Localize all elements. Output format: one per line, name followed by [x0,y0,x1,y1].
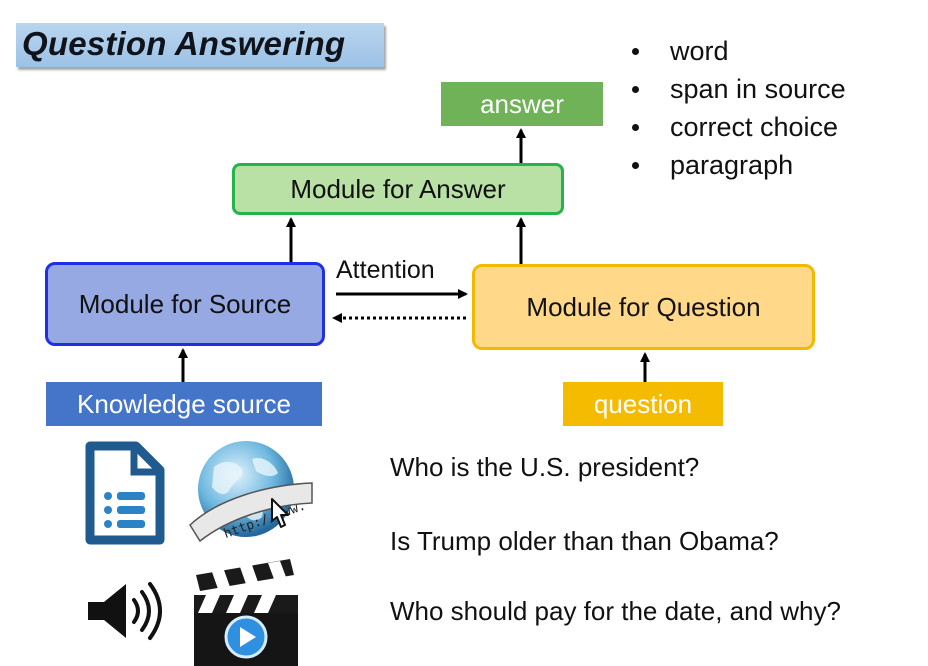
page-title: Question Answering [16,23,384,67]
answer-node: answer [441,82,603,126]
answer-type-item: word [630,34,846,72]
page-title-text: Question Answering [22,25,346,62]
speaker-icon [88,582,162,640]
document-icon [85,441,165,545]
example-question: Who is the U.S. president? [390,452,700,482]
answer-type-item: paragraph [630,148,846,186]
example-question: Is Trump older than than Obama? [390,526,779,556]
video-clapper-icon [194,559,298,666]
answer-type-item: span in source [630,72,846,110]
globe-web-icon: http://www. [189,441,313,543]
module-source-node: Module for Source [45,262,325,346]
module-question-node: Module for Question [472,264,815,350]
knowledge-source-node: Knowledge source [46,382,322,426]
attention-label: Attention [336,256,435,284]
question-node: question [563,382,723,426]
module-answer-node: Module for Answer [232,163,564,215]
answer-type-item: correct choice [630,110,846,148]
answer-type-list: word span in source correct choice parag… [630,34,846,186]
example-question: Who should pay for the date, and why? [390,596,841,626]
